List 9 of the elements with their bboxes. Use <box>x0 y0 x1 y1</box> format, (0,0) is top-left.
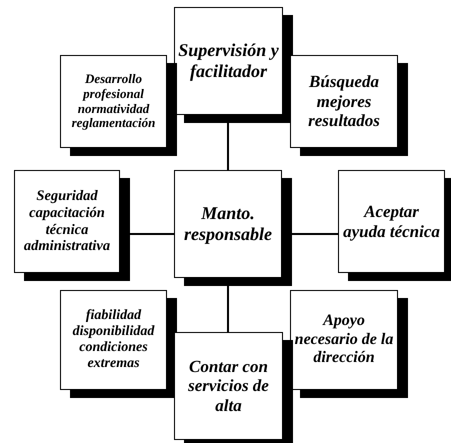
box-label: Contar con servicios de alta <box>187 356 270 417</box>
box-label: Apoyo necesario de la dirección <box>294 311 394 368</box>
box-label: Manto. responsable <box>182 202 273 246</box>
box-label: Supervisión y facilitador <box>177 39 280 83</box>
box-label: Desarrollo profesional normatividad reglamentación <box>70 70 156 132</box>
box-label: Aceptar ayuda técnica <box>342 200 441 243</box>
box-label: fiabilidad disponibilidad condiciones extremas <box>72 306 156 374</box>
box-label: Búsqueda mejores resultados <box>307 71 381 132</box>
box-label: Seguridad capacitación técnica administrativa <box>22 187 112 256</box>
